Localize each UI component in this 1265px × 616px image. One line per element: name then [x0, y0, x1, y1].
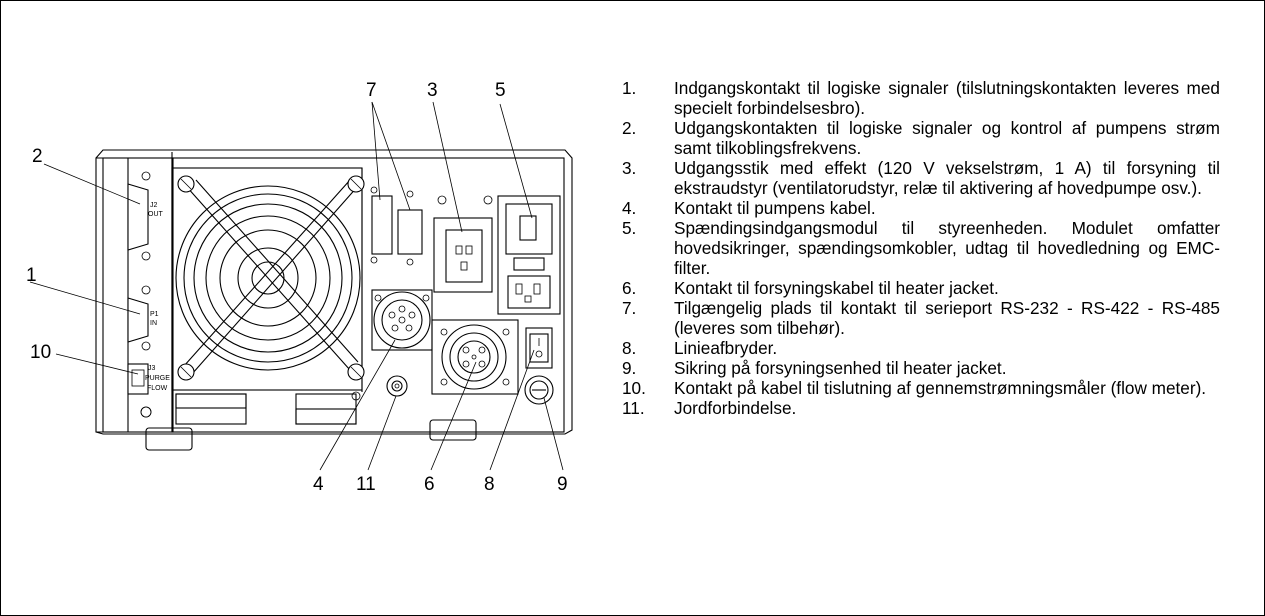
legend-item-text: Spændingsindgangsmodul til styreenheden.… [674, 218, 1220, 278]
fan-screw [177, 363, 195, 381]
ground-terminal [386, 375, 408, 397]
fan-screw [347, 175, 365, 193]
legend-item-number: 8. [622, 338, 637, 358]
callout-9: 9 [557, 474, 568, 495]
legend-item-text: Jordforbindelse. [674, 398, 797, 418]
legend-item-number: 6. [622, 278, 637, 298]
legend-item-number: 10. [622, 378, 646, 398]
legend-item: 8. Linieafbryder. [620, 338, 1220, 358]
callout-11: 11 [356, 474, 376, 495]
legend-item: 4. Kontakt til pumpens kabel. [620, 198, 1220, 218]
j3-label: J3 [148, 365, 156, 372]
out-label: OUT [148, 211, 164, 218]
line-switch [525, 327, 553, 369]
j3-purge-flow-connector: J3 PURGE FLOW [127, 363, 170, 418]
p1-label: P1 [150, 311, 159, 318]
ac-output-socket [433, 195, 493, 293]
purge-label: PURGE [145, 375, 170, 382]
legend-item-number: 9. [622, 358, 637, 378]
legend-list: 1. Indgangskontakt til logiske signaler (… [620, 78, 1220, 418]
legend-item-number: 7. [622, 298, 637, 318]
callout-7: 7 [366, 80, 377, 101]
leader-line-5 [499, 103, 533, 219]
callout-2: 2 [32, 146, 43, 167]
legend-item-number: 4. [622, 198, 637, 218]
leader-line-6 [430, 361, 477, 471]
leader-line-2 [43, 163, 141, 205]
callout-8: 8 [484, 474, 495, 495]
fan-screw [177, 175, 195, 193]
p1-in-connector: P1 IN [127, 285, 159, 351]
bottom-plates [140, 391, 361, 425]
legend-item: 6. Kontakt til forsyningskabel til heater… [620, 278, 1220, 298]
fuse-holder [524, 375, 554, 405]
legend-item-text: Kontakt til forsyningskabel til heater j… [674, 278, 999, 298]
legend-item-text: Kontakt på kabel til tislutning af genne… [674, 378, 1207, 398]
serial-port-space [397, 190, 423, 266]
fan-screw [347, 363, 365, 381]
flow-label: FLOW [147, 385, 168, 392]
callout-6: 6 [424, 474, 435, 495]
legend-item: 9. Sikring på forsyningsenhed til heater … [620, 358, 1220, 378]
leader-line-4 [319, 339, 396, 471]
leader-line-10 [55, 353, 139, 375]
legend-item: 2. Udgangskontakten til logiske signaler … [620, 118, 1220, 158]
leader-line-7b [371, 101, 411, 211]
leader-line-8 [489, 349, 535, 471]
fan-assembly [175, 175, 365, 381]
device-chassis [95, 149, 573, 435]
callout-4: 4 [313, 474, 324, 495]
leader-line-9 [543, 397, 564, 471]
legend-item-text: Udgangskontakten til logiske signaler og… [674, 118, 1220, 158]
legend-item-text: Linieafbryder. [674, 338, 778, 358]
callout-numbers: 2 1 10 7 3 5 4 11 6 8 9 [26, 80, 568, 495]
legend-item-text: Udgangsstik med effekt (120 V vekselstrø… [674, 158, 1220, 198]
callout-3: 3 [427, 80, 438, 101]
callout-5: 5 [495, 80, 506, 101]
legend-item-number: 5. [622, 218, 637, 238]
legend-item: 11. Jordforbindelse. [620, 398, 1220, 418]
legend-item-text: Tilgængelig plads til kontakt til seriep… [674, 298, 1220, 338]
callout-10: 10 [30, 342, 51, 363]
legend-item-text: Indgangskontakt til logiske signaler (ti… [674, 78, 1220, 118]
legend-item: 5. Spændingsindgangsmodul til styreenhede… [620, 218, 1220, 278]
legend-item: 7. Tilgængelig plads til kontakt til seri… [620, 298, 1220, 338]
legend-item: 10. Kontakt på kabel til tislutning af ge… [620, 378, 1220, 398]
heater-jacket-connector [431, 319, 519, 395]
leader-line-7a [371, 101, 381, 201]
leader-line-11 [367, 395, 397, 471]
legend-item-text: Kontakt til pumpens kabel. [674, 198, 876, 218]
leader-line-1 [29, 281, 141, 315]
legend-item-number: 3. [622, 158, 637, 178]
legend-item-text: Sikring på forsyningsenhed til heater ja… [674, 358, 1007, 378]
callout-1: 1 [26, 265, 37, 286]
legend-item-number: 1. [622, 78, 637, 98]
leader-lines [29, 101, 564, 471]
serial-port-space [370, 186, 393, 264]
leader-line-3 [432, 101, 463, 233]
legend-item: 3. Udgangsstik med effekt (120 V vekselst… [620, 158, 1220, 198]
j2-label: J2 [150, 202, 158, 209]
legend-item-number: 2. [622, 118, 637, 138]
pump-cable-connector [371, 289, 433, 351]
legend-item: 1. Indgangskontakt til logiske signaler (… [620, 78, 1220, 118]
legend-item-number: 11. [622, 398, 645, 418]
power-entry-module [497, 195, 561, 315]
j2-out-connector: J2 OUT [127, 171, 164, 261]
in-label: IN [150, 320, 157, 327]
